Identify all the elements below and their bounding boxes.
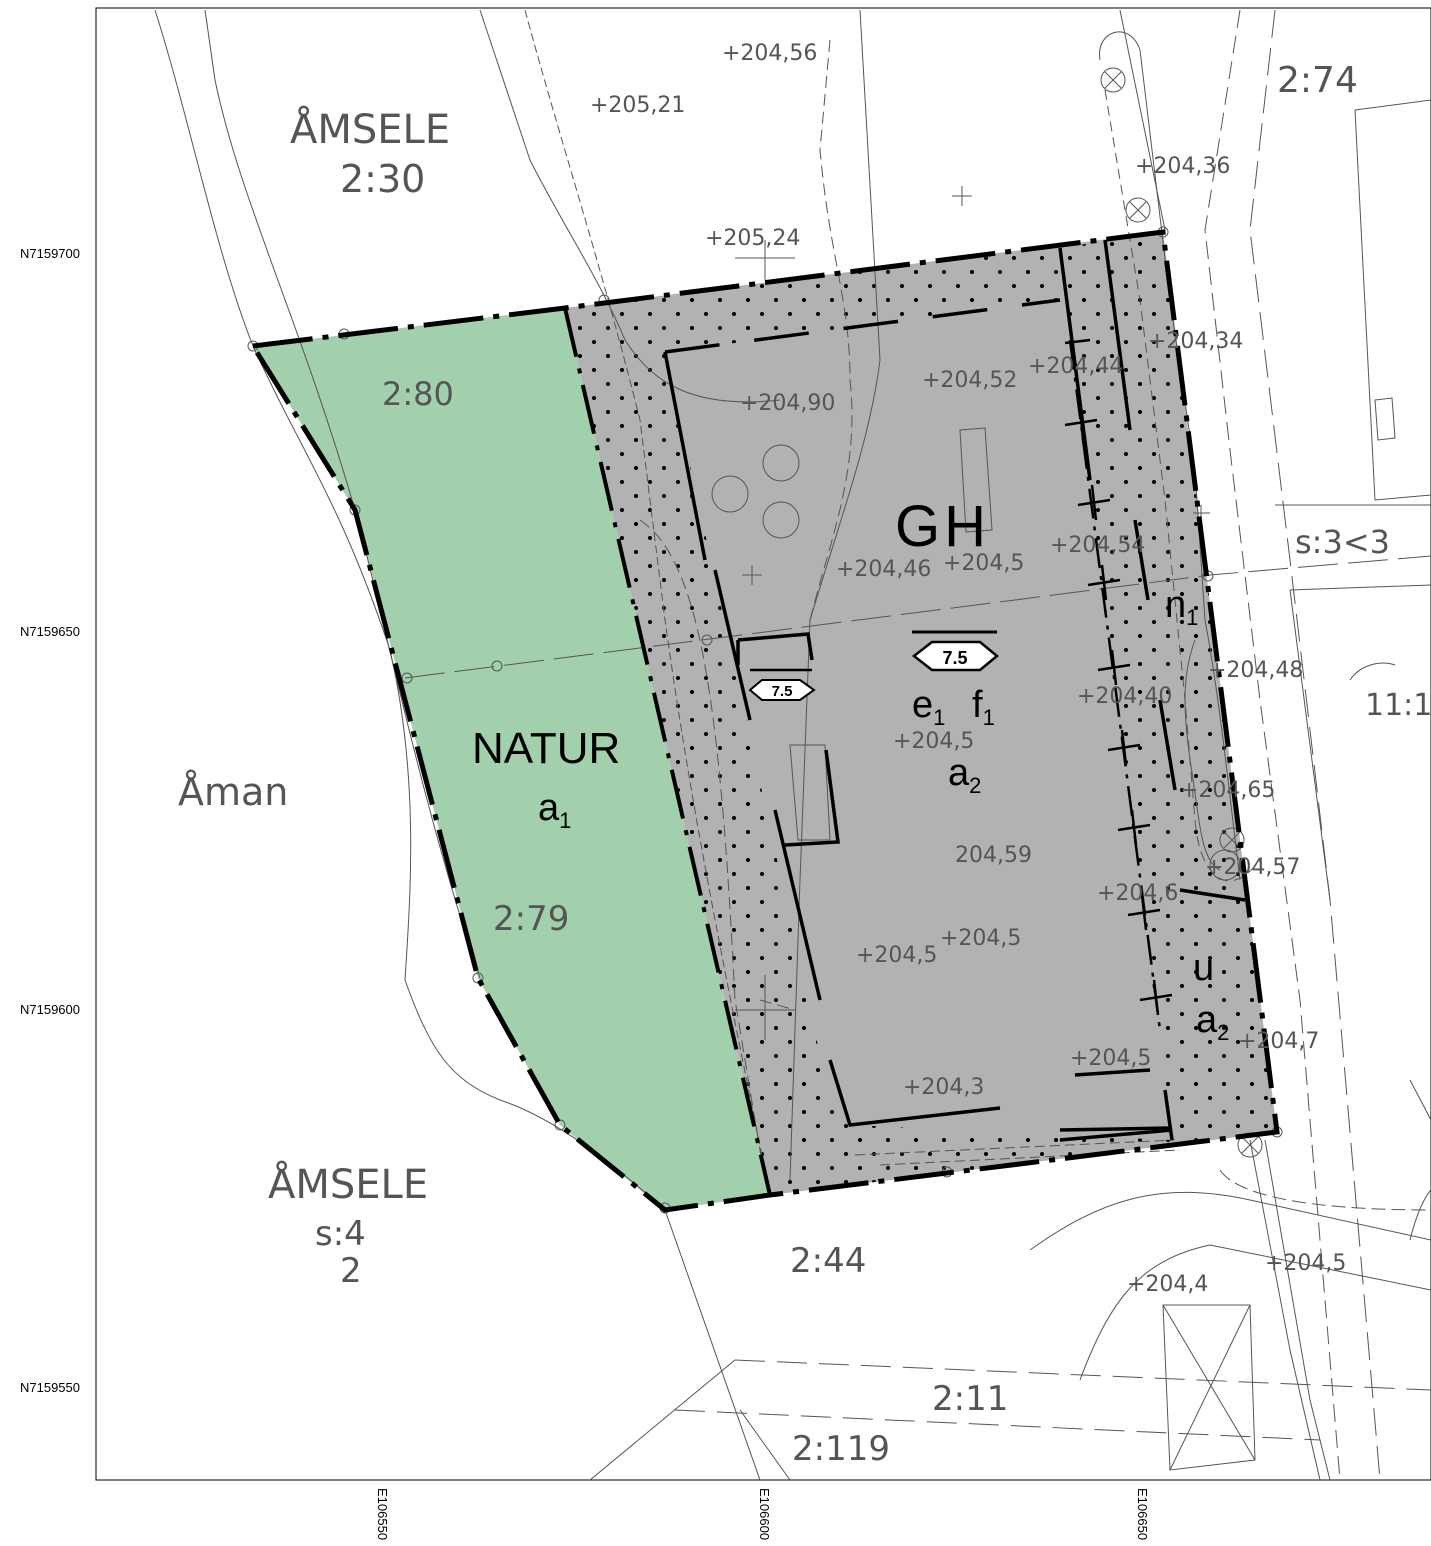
regulation-u: u	[1193, 947, 1214, 989]
grid-label-e: E106550	[375, 1488, 390, 1540]
property-label-s-4: s:4	[315, 1214, 366, 1254]
elevation-label: +204,65	[1180, 778, 1275, 803]
elevation-label: +204,3	[903, 1075, 984, 1100]
property-label-2-30: 2:30	[340, 157, 425, 201]
elevation-label: +205,24	[705, 226, 800, 251]
property-label-amsele: ÅMSELE	[290, 105, 450, 153]
property-label-2-79: 2:79	[493, 899, 569, 939]
elevation-label: +204,90	[740, 391, 835, 416]
elevation-label: +204,52	[922, 368, 1017, 393]
plan-boundary	[248, 229, 1280, 1213]
property-label-2-74: 2:74	[1277, 60, 1358, 101]
grid-labels-east: E106550 E106600 E106650	[375, 1488, 1150, 1540]
elevation-label: +204,54	[1050, 533, 1145, 558]
property-label-amsele-s4: ÅMSELE	[268, 1160, 428, 1208]
property-label-11-1: 11:1	[1365, 688, 1431, 723]
grid-label-n: N7159600	[20, 1002, 80, 1017]
regulation-n1: n1	[1165, 584, 1198, 630]
grid-label-n: N7159700	[20, 246, 80, 261]
elevation-label: +204,40	[1077, 684, 1172, 709]
regulation-a2: a2	[948, 752, 981, 798]
elevation-label: +204,5	[1265, 1251, 1346, 1276]
property-boundary-dashed	[404, 555, 1431, 679]
property-label-2-11: 2:11	[932, 1379, 1008, 1419]
property-label-s-3-3: s:3<3	[1295, 523, 1390, 561]
height-value-small: 7.5	[772, 683, 793, 700]
elevation-label: +204,56	[722, 41, 817, 66]
building-limit-lines	[663, 239, 1246, 1142]
elevation-label: +204,46	[836, 557, 931, 582]
natur-a-label: a1	[538, 787, 571, 833]
grid-label-e: E106650	[1135, 1488, 1150, 1540]
elevation-label: +204,5	[940, 926, 1021, 951]
elevation-label: +204,4	[1127, 1272, 1208, 1297]
elevation-label: +204,5	[893, 729, 974, 754]
elevation-label: +204,7	[1238, 1029, 1319, 1054]
zone-code-natur: NATUR	[472, 724, 620, 773]
regulation-f1: f1	[972, 684, 995, 730]
regulation-e1: e1	[912, 684, 945, 730]
property-label-2-44: 2:44	[790, 1241, 866, 1281]
zone-boundary	[563, 307, 772, 1196]
elevation-points: +204,56 +205,21 +204,36 +205,24 +204,34 …	[590, 41, 1346, 1297]
elevation-label: +204,6	[1097, 881, 1178, 906]
property-label-2-119: 2:119	[792, 1429, 890, 1469]
elevation-label: +204,5	[1070, 1046, 1151, 1071]
map-frame	[95, 7, 1431, 1481]
elevation-label: 204,59	[955, 843, 1032, 868]
elevation-label: +205,21	[590, 93, 685, 118]
height-marker-small: 7.5	[748, 668, 816, 701]
elevation-label: +204,5	[856, 943, 937, 968]
property-label-s4-sub: 2	[340, 1251, 362, 1291]
utility-line	[1064, 338, 1173, 1031]
elevation-label: +204,5	[943, 551, 1024, 576]
grid-label-n: N7159650	[20, 624, 80, 639]
zone-code-gh: GH	[895, 494, 990, 559]
elevation-label: +204,48	[1208, 658, 1303, 683]
background-lines	[154, 9, 1431, 1480]
grid-label-n: N7159550	[20, 1380, 80, 1395]
place-label-aman: Åman	[178, 770, 288, 814]
height-marker-main: 7.5	[911, 630, 999, 672]
elevation-label: +204,34	[1148, 329, 1243, 354]
elevation-label: +204,57	[1205, 855, 1300, 880]
elevation-label: +204,36	[1135, 154, 1230, 179]
regulation-u-a2: a2	[1196, 999, 1229, 1045]
grid-label-e: E106600	[757, 1488, 772, 1540]
dotted-band	[565, 232, 1277, 1195]
property-label-2-80: 2:80	[382, 375, 454, 413]
natur-zone	[253, 308, 770, 1210]
elevation-label: +204,44	[1028, 354, 1123, 379]
grid-labels-north: N7159700 N7159650 N7159600 N7159550	[20, 246, 80, 1395]
height-value-main: 7.5	[942, 648, 967, 668]
